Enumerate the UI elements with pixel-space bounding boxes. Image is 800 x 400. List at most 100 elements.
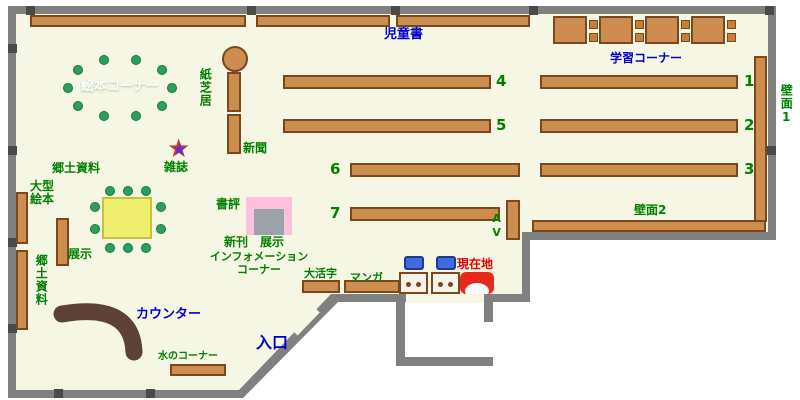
chair-dot (123, 243, 133, 253)
bookshelf-top-center (396, 15, 530, 27)
kamishibai-shelf (227, 72, 241, 112)
chair-dot (131, 111, 141, 121)
study-desk (553, 16, 587, 44)
wall-pillar (146, 389, 155, 398)
study-chair (635, 20, 644, 29)
wall-shelf-2 (532, 220, 766, 232)
bookshelf-4 (283, 75, 491, 89)
label-wall-1: 壁面1 (779, 84, 794, 125)
study-chair (589, 20, 598, 29)
entrance-opening-corridor (406, 293, 484, 303)
study-desk (645, 16, 679, 44)
wall-shelf-1 (754, 56, 767, 222)
label-kamishibai: 紙芝居 (198, 68, 213, 107)
wall-pillar (8, 44, 17, 53)
local-materials-shelf (16, 250, 28, 330)
label-av: AV (490, 212, 504, 240)
shelf-number-3: 3 (744, 160, 755, 178)
chair-dot (157, 101, 167, 111)
shelf-number-1: 1 (744, 72, 755, 90)
chair-dot (105, 243, 115, 253)
shelf-number-7: 7 (330, 204, 341, 222)
shelf-number-2: 2 (744, 116, 755, 134)
label-childrens-books: 児童書 (384, 27, 424, 42)
label-newspaper: 新聞 (243, 141, 268, 155)
label-new-books: 新刊 (224, 235, 249, 249)
chair-dot (90, 202, 100, 212)
you-are-here-icon (460, 272, 494, 294)
bookshelf-3 (540, 163, 738, 177)
label-large-print: 大活字 (304, 267, 337, 280)
bookshelf-2 (540, 119, 738, 133)
label-counter: カウンター (136, 307, 202, 322)
wall-pillar (765, 6, 774, 15)
chair-dot (157, 65, 167, 75)
chair-dot (99, 55, 109, 65)
wall-pillar (767, 146, 776, 155)
opac-terminal-screen (404, 256, 424, 270)
chair-dot (131, 55, 141, 65)
study-chair (727, 20, 736, 29)
water-corner-shelf (170, 364, 226, 376)
bookshelf-top-room (30, 15, 246, 27)
label-wall-2: 壁面2 (634, 203, 667, 217)
study-chair (635, 33, 644, 42)
wall-pillar (391, 6, 400, 15)
opac-terminal (431, 272, 460, 294)
bookshelf-7 (350, 207, 500, 221)
chair-dot (73, 65, 83, 75)
chair-dot (73, 101, 83, 111)
chair-dot (123, 186, 133, 196)
bookshelf-6 (350, 163, 520, 177)
bookshelf-5 (283, 119, 491, 133)
label-information-line1: インフォメーション (209, 250, 309, 263)
wall-pillar (8, 238, 17, 247)
shelf-number-5: 5 (496, 116, 507, 134)
wall-pillar (8, 324, 17, 333)
chair-dot (105, 186, 115, 196)
label-large-picture-books: 大型絵本 (30, 179, 55, 207)
opac-button (438, 282, 443, 287)
study-desk (599, 16, 633, 44)
opac-button (406, 282, 411, 287)
chair-dot (141, 186, 151, 196)
vestibule-wall-left (396, 302, 405, 366)
magazine-marker-star-icon: ★ (172, 140, 188, 160)
vestibule-wall-right (484, 302, 493, 322)
av-shelf (506, 200, 520, 240)
bookshelf-1 (540, 75, 738, 89)
shelf-number-4: 4 (496, 72, 507, 90)
chair-dot (156, 202, 166, 212)
chair-dot (167, 83, 177, 93)
chair-dot (156, 224, 166, 234)
display-stand (254, 209, 284, 235)
label-magazine: 雑誌 (164, 160, 189, 174)
opac-terminal (399, 272, 428, 294)
kamishibai-table (222, 46, 248, 72)
label-current-location: 現在地 (457, 257, 494, 271)
kamishibai-shelf (227, 114, 241, 154)
chair-dot (90, 224, 100, 234)
label-study-corner: 学習コーナー (610, 51, 683, 65)
reading-table (102, 197, 152, 239)
label-entrance: 入口 (256, 333, 289, 352)
wall-pillar (54, 389, 63, 398)
chair-dot (63, 83, 73, 93)
label-exhibit-center: 展示 (260, 235, 285, 249)
study-chair (681, 33, 690, 42)
shelf-number-6: 6 (330, 160, 341, 178)
large-print-shelf (302, 280, 340, 293)
large-picture-book-shelf (16, 192, 28, 244)
label-exhibit-left: 展示 (68, 247, 93, 261)
chair-dot (141, 243, 151, 253)
label-water-corner: 水のコーナー (158, 351, 218, 362)
opac-button (448, 282, 453, 287)
bookshelf-top-center (256, 15, 390, 27)
label-local-materials-lower: 郷土資料 (34, 254, 49, 306)
opac-terminal-screen (436, 256, 456, 270)
label-book-review: 書評 (216, 197, 241, 211)
chair-dot (99, 111, 109, 121)
label-picture-book-corner: 絵本コーナー (80, 79, 159, 94)
wall-pillar (26, 6, 35, 15)
study-chair (681, 20, 690, 29)
